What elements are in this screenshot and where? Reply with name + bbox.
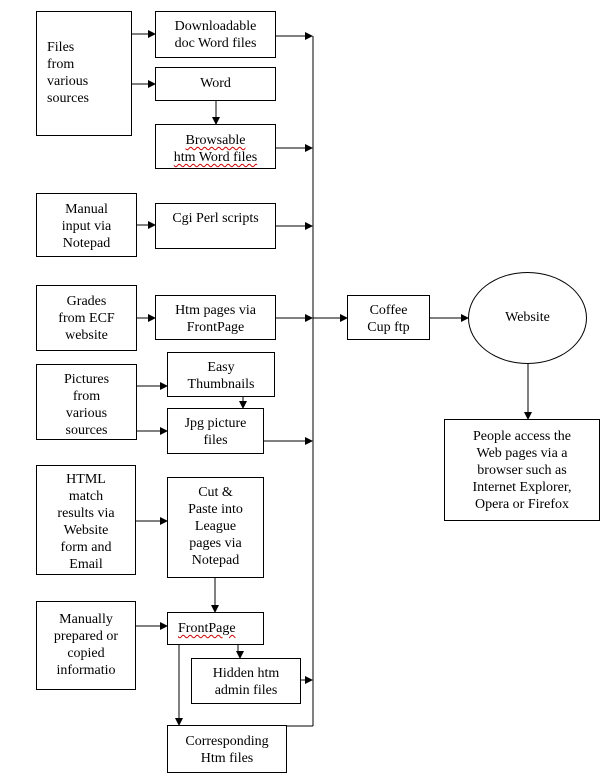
source-manual-input-box: Manual input via Notepad [36, 193, 137, 257]
cut-paste-text: Cut & Paste into League pages via Notepa… [188, 485, 243, 568]
source-manual-prepared-text: Manually prepared or copied informatio [53, 612, 119, 678]
website-ellipse: Website [468, 272, 587, 364]
source-grades-box: Grades from ECF website [36, 285, 137, 351]
source-manual-prepared-box: Manually prepared or copied informatio [36, 601, 136, 690]
arrow-frontpage-to-hidden [236, 645, 244, 659]
corresponding-htm-text: Corresponding Htm files [185, 734, 269, 766]
people-access-text: People access the Web pages via a browse… [472, 429, 572, 512]
website-text: Website [505, 310, 550, 325]
source-files-box: Files from various sources [36, 11, 132, 136]
coffee-cup-ftp-text: Coffee Cup ftp [367, 303, 410, 335]
browsable-htm-text: Browsable htm Word files [173, 133, 258, 165]
people-access-box: People access the Web pages via a browse… [444, 419, 600, 521]
frontpage-box: FrontPage [167, 612, 264, 645]
jpg-files-box: Jpg picture files [167, 408, 264, 454]
corresponding-htm-box: Corresponding Htm files [167, 725, 287, 773]
cgi-perl-box: Cgi Perl scripts [155, 203, 276, 249]
easy-thumbnails-box: Easy Thumbnails [167, 352, 275, 397]
jpg-files-text: Jpg picture files [184, 416, 247, 448]
cut-paste-box: Cut & Paste into League pages via Notepa… [167, 477, 264, 578]
word-text: Word [200, 76, 231, 91]
htm-frontpage-text: Htm pages via FrontPage [175, 303, 256, 335]
source-files-text: Files from various sources [47, 40, 89, 106]
hidden-htm-text: Hidden htm admin files [212, 666, 280, 698]
word-box: Word [155, 67, 276, 101]
source-grades-text: Grades from ECF website [58, 294, 115, 343]
source-html-results-box: HTML match results via Website form and … [36, 465, 136, 575]
htm-frontpage-box: Htm pages via FrontPage [155, 295, 276, 340]
coffee-cup-ftp-box: Coffee Cup ftp [347, 295, 430, 340]
downloadable-doc-box: Downloadable doc Word files [155, 11, 276, 58]
source-manual-input-text: Manual input via Notepad [61, 202, 112, 251]
source-pictures-box: Pictures from various sources [36, 364, 137, 440]
cgi-perl-text: Cgi Perl scripts [172, 211, 259, 226]
easy-thumbnails-text: Easy Thumbnails [187, 360, 255, 392]
source-pictures-text: Pictures from various sources [63, 372, 110, 438]
hidden-htm-box: Hidden htm admin files [191, 658, 301, 704]
browsable-htm-box: Browsable htm Word files [155, 124, 276, 169]
downloadable-doc-text: Downloadable doc Word files [174, 19, 257, 51]
frontpage-text: FrontPage [178, 621, 236, 636]
source-html-results-text: HTML match results via Website form and … [57, 472, 115, 572]
